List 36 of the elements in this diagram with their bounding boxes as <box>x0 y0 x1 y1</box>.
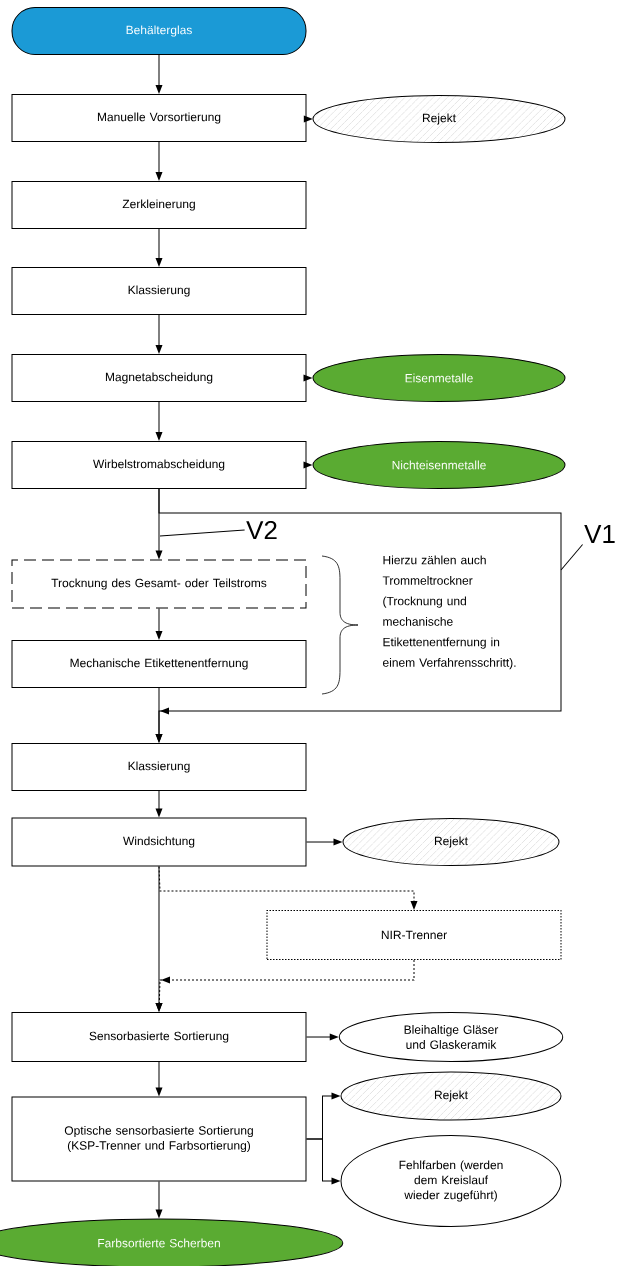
arrow <box>306 838 343 846</box>
process-box: Klassierung <box>11 267 307 315</box>
leader-line <box>159 529 246 537</box>
arrow <box>155 1061 163 1097</box>
arrow <box>303 374 313 382</box>
arrow <box>155 608 163 640</box>
arrow <box>155 314 163 354</box>
process-box: Windsichtung <box>11 817 307 867</box>
arrow <box>155 790 163 818</box>
arrow <box>303 461 313 469</box>
start-terminal: Behälterglas <box>11 7 307 55</box>
process-box: Klassierung <box>11 743 307 791</box>
optional-process-box: Trocknung des Gesamt- oder Teilstroms <box>11 559 307 609</box>
arrow <box>306 1138 341 1185</box>
arrow <box>155 959 415 1012</box>
leader-line <box>560 543 584 571</box>
variant-label: V2 <box>246 520 277 540</box>
process-box: Optische sensorbasierte Sortierung (KSP-Trenner und Farbsortierung) <box>11 1096 307 1182</box>
arrow <box>155 1181 163 1219</box>
arrow <box>155 401 163 441</box>
arrow <box>155 141 163 181</box>
arrow <box>303 115 313 123</box>
process-box: Magnetabscheidung <box>11 354 307 402</box>
arrow <box>155 54 163 94</box>
arrow <box>155 687 163 743</box>
arrow <box>306 1033 339 1041</box>
process-box: Zerkleinerung <box>11 181 307 229</box>
optional-process-box: NIR-Trenner <box>266 910 562 960</box>
arrow <box>155 228 163 267</box>
process-box: Wirbelstromabscheidung <box>11 441 307 489</box>
note-text: Hierzu zählen auch Trommeltrockner (Trocknung und mechanische Etikettenentfernung in einem Verfahrensschritt). <box>382 555 516 670</box>
arrow <box>158 866 418 910</box>
process-box: Sensorbasierte Sortierung <box>11 1012 307 1062</box>
process-box: Mechanische Etikettenentfernung <box>11 640 307 688</box>
process-box: Manuelle Vorsortierung <box>11 94 307 142</box>
variant-label: V1 <box>584 525 615 543</box>
